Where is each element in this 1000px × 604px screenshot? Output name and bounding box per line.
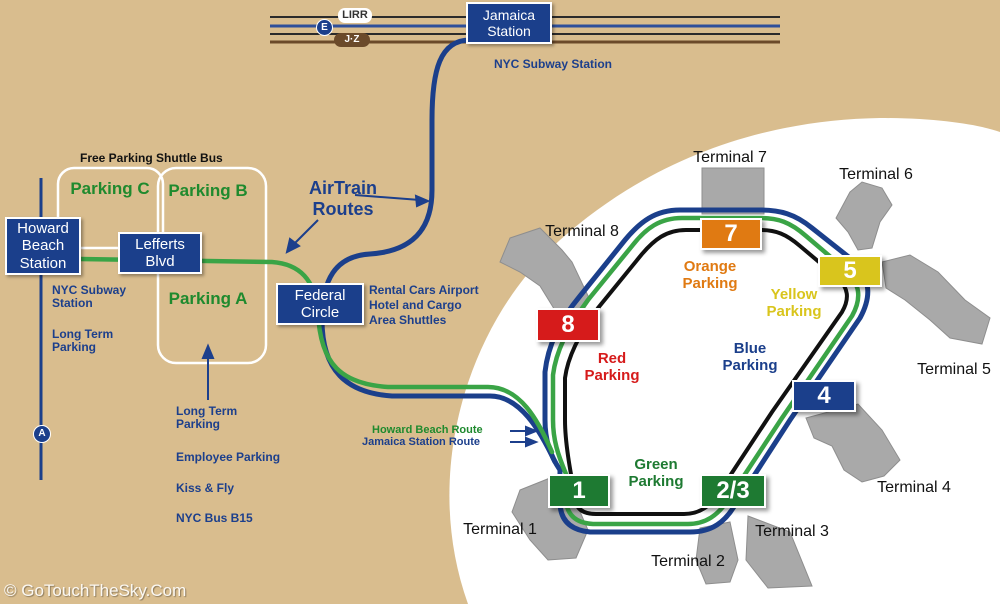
howard-subway-label: NYC Subway Station <box>52 283 127 311</box>
lirr-label: LIRR <box>338 8 372 23</box>
stop-4[interactable]: 4 <box>792 380 856 412</box>
a-train-bullet: A <box>33 425 51 443</box>
red-parking-label: Red Parking <box>584 350 640 385</box>
stop-5[interactable]: 5 <box>818 255 882 287</box>
stop-1[interactable]: 1 <box>548 474 610 508</box>
parking-c-label: Parking C <box>70 179 150 198</box>
terminal-4-building <box>805 403 901 483</box>
airtrain-arrows <box>201 194 539 448</box>
terminal-7-building <box>701 167 765 215</box>
lot-a-use-3: Kiss & Fly <box>176 481 235 495</box>
parking-a-label: Parking A <box>168 289 248 308</box>
terminal-6-building <box>835 181 893 251</box>
federal-circle-box[interactable]: Federal Circle <box>276 283 364 325</box>
jamaica-station-box[interactable]: Jamaica Station <box>466 2 552 44</box>
terminal-8-label: Terminal 8 <box>545 223 619 240</box>
terminal-5-label: Terminal 5 <box>917 361 991 378</box>
parking-b-label: Parking B <box>168 181 248 200</box>
shuttle-title: Free Parking Shuttle Bus <box>80 151 223 165</box>
howard-beach-station-box[interactable]: Howard Beach Station <box>5 217 81 275</box>
terminal-6-label: Terminal 6 <box>839 166 913 183</box>
stop-7[interactable]: 7 <box>700 218 762 250</box>
terminal-4-label: Terminal 4 <box>877 479 951 496</box>
blue-parking-label: Blue Parking <box>722 340 778 375</box>
terminal-5-building <box>881 254 991 345</box>
howard-beach-route <box>77 215 861 527</box>
e-train-bullet: E <box>316 19 333 36</box>
orange-parking-label: Orange Parking <box>682 258 738 293</box>
inner-loop-track <box>563 228 849 516</box>
lot-a-use-1: Long Term Parking <box>176 404 238 432</box>
watermark: © GoTouchTheSky.Com <box>4 581 187 600</box>
jamaica-station-route <box>319 37 871 535</box>
jz-train-bullet: J·Z <box>334 33 370 47</box>
terminal-1-label: Terminal 1 <box>463 521 537 538</box>
howard-route-label: Howard Beach Route <box>372 424 483 436</box>
yellow-parking-label: Yellow Parking <box>766 286 822 321</box>
stop-2-3[interactable]: 2/3 <box>700 474 766 508</box>
jamaica-route-label: Jamaica Station Route <box>362 436 480 448</box>
jamaica-subway-label: NYC Subway Station <box>494 57 613 71</box>
lefferts-blvd-box[interactable]: Lefferts Blvd <box>118 232 202 274</box>
terminal-2-building <box>695 521 739 585</box>
terminal-7-label: Terminal 7 <box>693 149 767 166</box>
lot-a-use-4: NYC Bus B15 <box>176 511 253 525</box>
lot-a-use-2: Employee Parking <box>176 450 281 464</box>
stop-8[interactable]: 8 <box>536 308 600 342</box>
terminal-3-label: Terminal 3 <box>755 523 829 540</box>
terminal-2-label: Terminal 2 <box>651 553 725 570</box>
terminal-3-building <box>745 515 813 589</box>
green-parking-label: Green Parking <box>628 456 684 491</box>
howard-long-term-label: Long Term Parking <box>52 327 114 355</box>
federal-services-label: Rental Cars Airport Hotel and Cargo Area… <box>369 283 479 327</box>
airtrain-routes-label: AirTrain Routes <box>308 178 378 219</box>
